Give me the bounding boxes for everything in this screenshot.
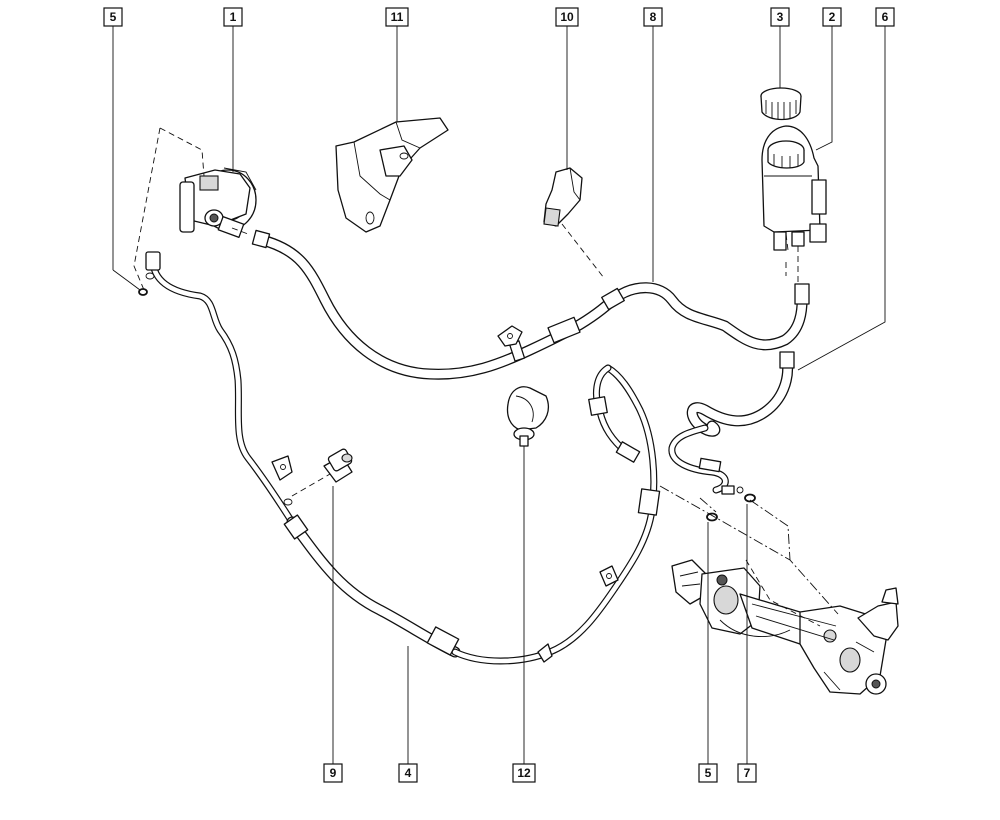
callout-2-label: 2: [829, 10, 836, 24]
callout-3-label: 3: [777, 10, 784, 24]
callout-10-label: 10: [560, 10, 574, 24]
callout-5-bottom: 5: [698, 763, 718, 783]
callout-4: 4: [398, 763, 418, 783]
reservoir-cap-3: [760, 87, 802, 121]
o-ring-7: [744, 493, 756, 503]
union-fitting-9: [323, 448, 353, 483]
o-ring-5-bottom: [706, 512, 718, 522]
callout-12-label: 12: [517, 766, 531, 780]
pipe-clip-12: [506, 386, 550, 447]
return-hose-6: [668, 351, 795, 495]
callout-1: 1: [223, 7, 243, 27]
leader-lines: [112, 26, 886, 764]
callout-9: 9: [323, 763, 343, 783]
callout-10: 10: [555, 7, 579, 27]
callout-2: 2: [822, 7, 842, 27]
callout-3: 3: [770, 7, 790, 27]
steering-rack: [671, 559, 899, 695]
callout-9-label: 9: [330, 766, 337, 780]
callout-5-top: 5: [103, 7, 123, 27]
callout-1-label: 1: [230, 10, 237, 24]
power-steering-pump-1: [179, 167, 257, 238]
callout-6: 6: [875, 7, 895, 27]
callout-4-label: 4: [405, 766, 412, 780]
callout-8-label: 8: [650, 10, 657, 24]
reservoir-2: [761, 125, 827, 251]
washer: [283, 498, 293, 506]
callout-6-label: 6: [882, 10, 889, 24]
mounting-bracket-11: [335, 117, 449, 233]
suction-hose-8: [251, 229, 810, 380]
callout-5-bottom-label: 5: [705, 766, 712, 780]
callout-7-label: 7: [744, 766, 751, 780]
pressure-pipe-4: [145, 251, 661, 665]
hose-clip-10: [543, 167, 583, 227]
assembly-guide-lines: [133, 127, 839, 627]
callout-7: 7: [737, 763, 757, 783]
callout-8: 8: [643, 7, 663, 27]
callout-11-label: 11: [391, 10, 404, 24]
callout-5-top-label: 5: [110, 10, 117, 24]
o-ring-5-top: [138, 272, 155, 296]
callout-11: 11: [385, 7, 409, 27]
callout-12: 12: [512, 763, 536, 783]
